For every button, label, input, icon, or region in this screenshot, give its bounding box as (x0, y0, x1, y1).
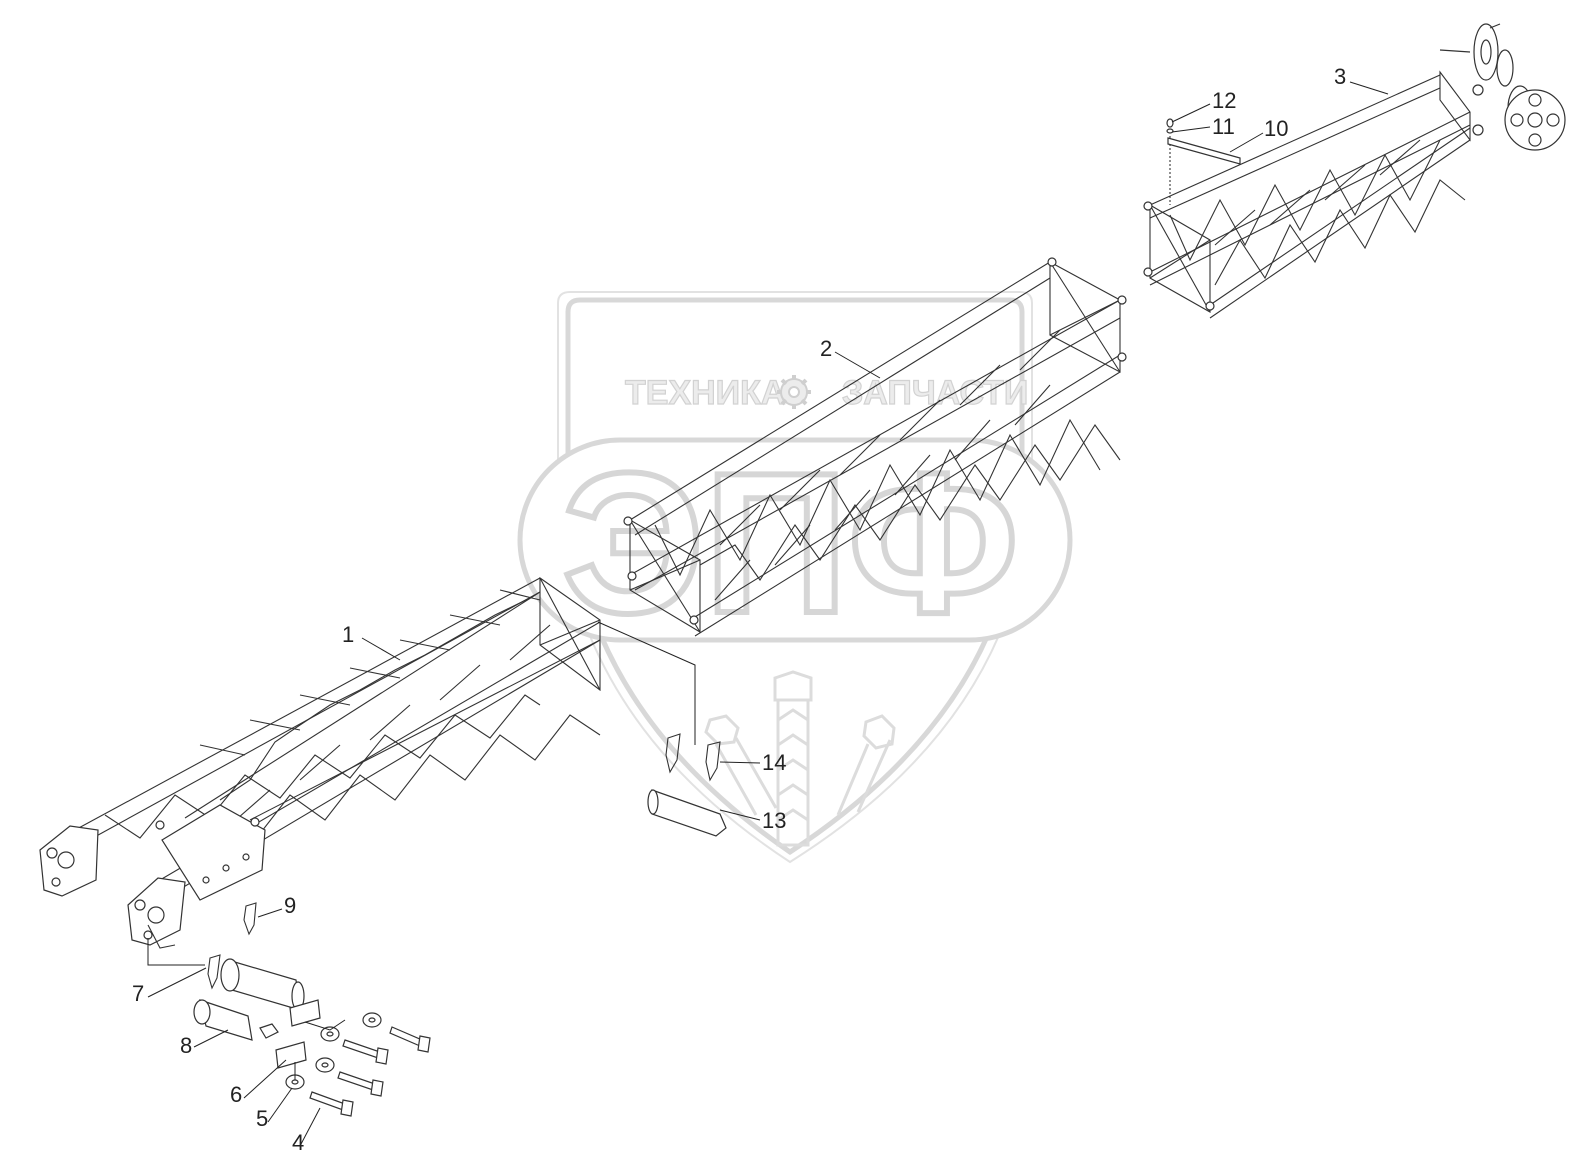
callout-9: 9 (284, 893, 296, 918)
callout-leaders (147, 81, 1389, 1147)
watermark: ТЕХНИКА ЗАПЧАСТИ ЭПФ (517, 291, 1073, 864)
watermark-text-right: ЗАПЧАСТИ (842, 374, 1028, 412)
callout-6: 6 (230, 1082, 242, 1107)
callout-11: 11 (1212, 114, 1235, 139)
callout-4: 4 (292, 1130, 304, 1155)
watermark-shield (565, 297, 1025, 856)
watermark-logo-letters: ЭПФ (562, 432, 1019, 655)
watermark-text-left: ТЕХНИКА (625, 374, 785, 412)
boom-section-1 (39, 576, 601, 946)
callout-7: 7 (132, 981, 144, 1006)
callout-12: 12 (1212, 88, 1236, 113)
callout-8: 8 (180, 1033, 192, 1058)
callout-2: 2 (820, 336, 832, 361)
boom-section-2 (623, 257, 1127, 637)
callout-1: 1 (342, 622, 354, 647)
hardware-parts (147, 118, 1241, 1117)
boom-section-3 (1143, 23, 1566, 319)
callout-10: 10 (1264, 116, 1288, 141)
callout-5: 5 (256, 1106, 268, 1131)
gear-icon (777, 375, 811, 409)
callout-3: 3 (1334, 64, 1346, 89)
callout-labels: 1 2 3 4 5 6 7 8 9 10 11 12 13 14 (132, 64, 1346, 1155)
watermark-logo-band (517, 437, 1073, 643)
callout-14: 14 (762, 750, 786, 775)
callout-13: 13 (762, 808, 786, 833)
watermark-wheat (704, 670, 896, 847)
